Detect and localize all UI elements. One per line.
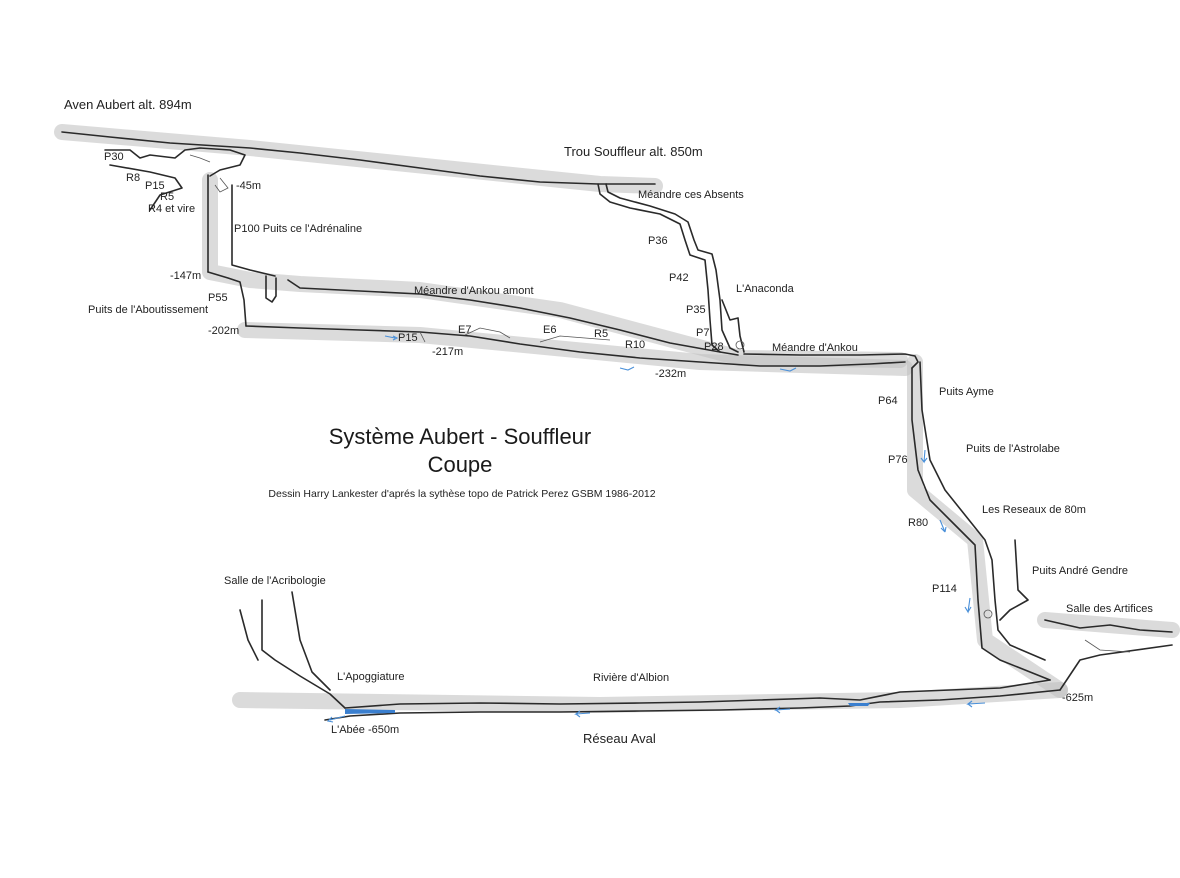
flow-arrow-river-a (574, 710, 591, 718)
label-puits-astrolabe: Puits de l'Astrolabe (966, 443, 1060, 455)
label-r10: R10 (625, 339, 645, 351)
label-aven-aubert: Aven Aubert alt. 894m (64, 97, 192, 112)
label-r8: R8 (126, 172, 140, 184)
flow-arrow-r80 (939, 519, 947, 533)
label-puits-ayme: Puits Ayme (939, 386, 994, 398)
p114-marker (983, 609, 993, 619)
riviere-albion-roof (344, 679, 1051, 709)
label-p15: P15 (398, 332, 418, 344)
salle-artifices-detail (1084, 639, 1131, 653)
puits-aboutissement (207, 271, 247, 327)
anaconda-passage (721, 299, 745, 353)
acribologie-left-wall (261, 599, 346, 709)
abee-sump (345, 709, 395, 714)
label-e7: E7 (458, 324, 471, 336)
p100-shaft-right-wall (231, 184, 276, 277)
passage-shadows (54, 124, 1180, 713)
acribologie-far-wall (239, 609, 259, 661)
label-p55: P55 (208, 292, 228, 304)
label-trou-souffleur: Trou Souffleur alt. 850m (564, 144, 703, 159)
label-depth-232: -232m (655, 368, 686, 380)
souffleur-branch-right-wall (605, 183, 739, 353)
label-p100: P100 Puits ce l'Adrénaline (234, 223, 362, 235)
diagram-title: Système Aubert - Souffleur (329, 424, 592, 449)
label-r5-top: R5 (160, 191, 174, 203)
label-depth-202: -202m (208, 325, 239, 337)
label-e6: E6 (543, 324, 556, 336)
acribologie-right-wall (291, 591, 331, 691)
label-apoggiature: L'Apoggiature (337, 671, 405, 683)
label-riviere-albion: Rivière d'Albion (593, 672, 669, 684)
label-p114: P114 (932, 583, 957, 595)
junction-marker (735, 340, 745, 350)
riviere-albion-floor (324, 689, 1061, 721)
gallery-floor-detail (419, 327, 611, 343)
p55-shaft (265, 275, 277, 303)
shaft-series-left-wall (911, 367, 1051, 681)
label-p28: P28 (704, 341, 724, 353)
entrance-chamber-lower (109, 164, 183, 211)
river-pool (848, 703, 870, 706)
flow-arrow-b (779, 367, 797, 372)
flow-arrow-p15 (384, 335, 399, 341)
label-p35: P35 (686, 304, 706, 316)
label-meandre-ankou-amont: Méandre d'Ankou amont (414, 285, 534, 297)
flow-arrow-abee (326, 715, 346, 723)
label-salle-acribologie: Salle de l'Acribologie (224, 575, 326, 587)
puits-andre-gendre (999, 539, 1029, 621)
label-meandre-ankou: Méandre d'Ankou (772, 342, 858, 354)
meandre-ankou (743, 353, 919, 369)
survey-labels: Aven Aubert alt. 894m Trou Souffleur alt… (64, 97, 1153, 746)
label-reseau-aval: Réseau Aval (583, 731, 656, 746)
label-p76: P76 (888, 454, 908, 466)
label-puits-aboutissement: Puits de l'Aboutissement (88, 304, 208, 316)
flow-arrow-p114 (964, 597, 972, 614)
label-r80: R80 (908, 517, 928, 529)
label-reseaux-80: Les Reseaux de 80m (982, 504, 1086, 516)
gallery-floor (245, 325, 906, 367)
label-depth-147: -147m (170, 270, 201, 282)
salle-artifices-roof (1044, 619, 1173, 633)
label-anaconda: L'Anaconda (736, 283, 795, 295)
cave-walls (61, 131, 1173, 721)
flow-arrow-a (619, 366, 635, 371)
label-p64: P64 (878, 395, 898, 407)
label-r4-vire: R4 et vire (148, 203, 195, 215)
souffleur-branch-left-wall (597, 183, 721, 353)
label-depth-217: -217m (432, 346, 463, 358)
entrance-details (189, 154, 229, 193)
label-p7: P7 (696, 327, 709, 339)
label-abee: L'Abée -650m (331, 724, 399, 736)
surface-line (61, 131, 656, 185)
label-p42: P42 (669, 272, 689, 284)
flow-arrow-p76 (920, 449, 928, 464)
diagram-subtitle: Coupe (428, 452, 493, 477)
label-p36: P36 (648, 235, 668, 247)
label-meandre-absents: Méandre ces Absents (638, 189, 744, 201)
diagram-credit: Dessin Harry Lankester d'aprés la sythès… (268, 488, 655, 500)
label-p30: P30 (104, 151, 124, 163)
entrance-chamber-upper (104, 147, 246, 177)
shaft-series-right-wall (919, 361, 1046, 661)
water-flow-arrows (326, 335, 986, 723)
flow-arrow-river-c (966, 700, 986, 708)
flow-arrow-river-b (774, 706, 791, 714)
label-depth-625: -625m (1062, 692, 1093, 704)
label-p15-top: P15 (145, 180, 165, 192)
label-depth-45: -45m (236, 180, 261, 192)
meandre-amont-roof (287, 279, 739, 356)
label-r5: R5 (594, 328, 608, 340)
label-salle-artifices: Salle des Artifices (1066, 603, 1153, 615)
salle-artifices-floor (1059, 644, 1173, 691)
label-puits-andre-gendre: Puits André Gendre (1032, 565, 1128, 577)
